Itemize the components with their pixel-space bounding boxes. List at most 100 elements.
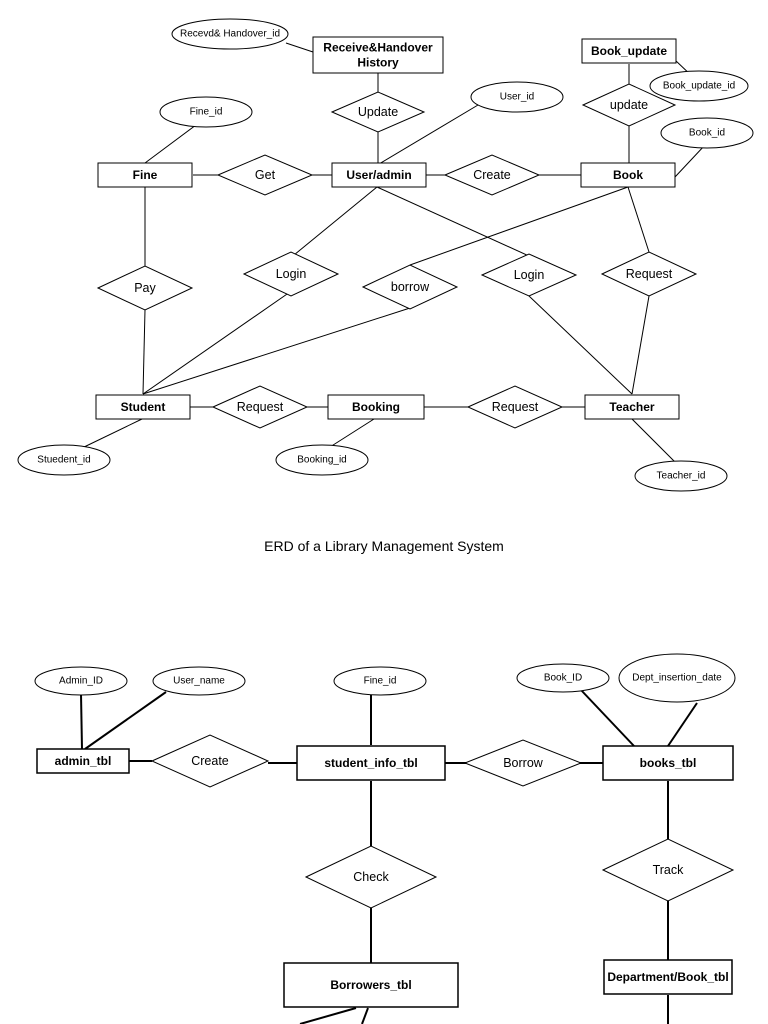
student-id-attribute-label: Stuedent_id (37, 455, 90, 466)
get-relationship-diamond (216, 154, 314, 196)
admin-tbl-entity: admin_tbl (36, 748, 130, 774)
book-update-id-attribute-label: Book_update_id (663, 81, 735, 92)
fine-id-attribute: Fine_id (159, 96, 253, 128)
receive-handover-history-entity-label-0: Receive&Handover (323, 41, 433, 55)
connector-line (81, 418, 143, 449)
user-name-attribute: User_name (152, 666, 246, 696)
check-relationship: Check (304, 845, 438, 909)
request-book-relationship-label: Request (626, 267, 673, 281)
teacher-entity-box (584, 394, 680, 420)
get-relationship-label: Get (255, 168, 276, 182)
login-student-relationship-label: Login (276, 267, 307, 281)
track-relationship-label: Track (653, 863, 685, 877)
connector-line (144, 121, 201, 164)
login-teacher-relationship-diamond (480, 253, 578, 297)
booking-entity-box (327, 394, 425, 420)
booking-entity: Booking (327, 394, 425, 420)
student-entity-label: Student (121, 400, 166, 414)
user-name-attribute-label: User_name (173, 676, 225, 687)
update-book-relationship-label: update (610, 98, 648, 112)
connector-line (80, 693, 83, 750)
borrow-relationship-2: Borrow (463, 739, 583, 787)
pay-relationship-label: Pay (134, 281, 156, 295)
update-book-relationship-diamond (581, 83, 677, 127)
borrowers-tbl-entity: Borrowers_tbl (283, 962, 459, 1008)
student-id-attribute-ellipse (17, 444, 111, 476)
fine-id-attribute-ellipse (159, 96, 253, 128)
user-admin-entity: User/admin (331, 162, 427, 188)
dept-insertion-date-attribute-ellipse (618, 653, 736, 703)
erd1-caption: ERD of a Library Management System (264, 538, 504, 554)
user-id-attribute-ellipse (470, 81, 564, 113)
admin-id-attribute-ellipse (34, 666, 128, 696)
request-book-relationship-diamond (600, 251, 698, 297)
admin-tbl-entity-box (36, 748, 130, 774)
admin-id-attribute: Admin_ID (34, 666, 128, 696)
update-history-relationship: Update (330, 91, 426, 133)
connector-line (142, 309, 146, 395)
booking-id-attribute: Booking_id (275, 444, 369, 476)
user-id-attribute-label: User_id (500, 92, 534, 103)
create-relationship: Create (443, 154, 541, 196)
fine-id-attribute-2-label: Fine_id (364, 676, 397, 687)
update-book-relationship: update (581, 83, 677, 127)
book-id-attribute-2-label: Book_ID (544, 673, 582, 684)
check-relationship-diamond (304, 845, 438, 909)
connector-line (631, 418, 678, 465)
department-book-tbl-entity-label: Department/Book_tbl (607, 970, 728, 984)
check-relationship-label: Check (353, 870, 389, 884)
books-tbl-entity-label: books_tbl (640, 756, 697, 770)
connector-line (285, 42, 314, 53)
create-relationship-diamond (443, 154, 541, 196)
connector-line (580, 689, 635, 747)
fine-id-attribute-2: Fine_id (333, 666, 427, 696)
teacher-id-attribute-ellipse (634, 460, 728, 492)
booking-id-attribute-ellipse (275, 444, 369, 476)
request-student-booking-relationship-diamond (211, 385, 309, 429)
pay-relationship: Pay (96, 265, 194, 311)
get-relationship: Get (216, 154, 314, 196)
recevd-handover-id-attribute-ellipse (171, 18, 289, 50)
user-admin-entity-box (331, 162, 427, 188)
fine-id-attribute-label: Fine_id (190, 107, 223, 118)
recevd-handover-id-attribute-label: Recevd& Handover_id (180, 29, 280, 40)
borrow-relationship-diamond (361, 264, 459, 310)
update-history-relationship-label: Update (358, 105, 398, 119)
department-book-tbl-entity: Department/Book_tbl (603, 959, 733, 995)
connector-line (329, 418, 375, 448)
login-teacher-relationship-label: Login (514, 268, 545, 282)
request-booking-teacher-relationship-diamond (466, 385, 564, 429)
borrow-relationship-2-label: Borrow (503, 756, 544, 770)
receive-handover-history-entity-label-1: History (357, 56, 399, 70)
book-entity-box (580, 162, 676, 188)
books-tbl-entity-box (602, 745, 734, 781)
student-entity: Student (95, 394, 191, 420)
department-book-tbl-entity-box (603, 959, 733, 995)
connector-line (293, 186, 378, 256)
borrow-relationship-2-diamond (463, 739, 583, 787)
connector-line (376, 186, 530, 257)
book-id-attribute-ellipse (660, 117, 754, 149)
books-tbl-entity: books_tbl (602, 745, 734, 781)
user-id-attribute: User_id (470, 81, 564, 113)
request-student-booking-relationship: Request (211, 385, 309, 429)
borrowers-tbl-entity-label: Borrowers_tbl (330, 978, 411, 992)
fine-entity: Fine (97, 162, 193, 188)
request-book-relationship: Request (600, 251, 698, 297)
track-relationship: Track (601, 838, 735, 902)
fine-id-attribute-2-ellipse (333, 666, 427, 696)
fine-entity-box (97, 162, 193, 188)
book-entity-label: Book (613, 168, 643, 182)
admin-tbl-entity-label: admin_tbl (55, 754, 112, 768)
request-booking-teacher-relationship: Request (466, 385, 564, 429)
track-relationship-diamond (601, 838, 735, 902)
connector-line (378, 104, 479, 165)
recevd-handover-id-attribute: Recevd& Handover_id (171, 18, 289, 50)
book-id-attribute: Book_id (660, 117, 754, 149)
admin-id-attribute-label: Admin_ID (59, 676, 103, 687)
update-history-relationship-diamond (330, 91, 426, 133)
borrow-relationship: borrow (361, 264, 459, 310)
book-id-attribute-2: Book_ID (516, 663, 610, 693)
connector-line (299, 1007, 357, 1024)
